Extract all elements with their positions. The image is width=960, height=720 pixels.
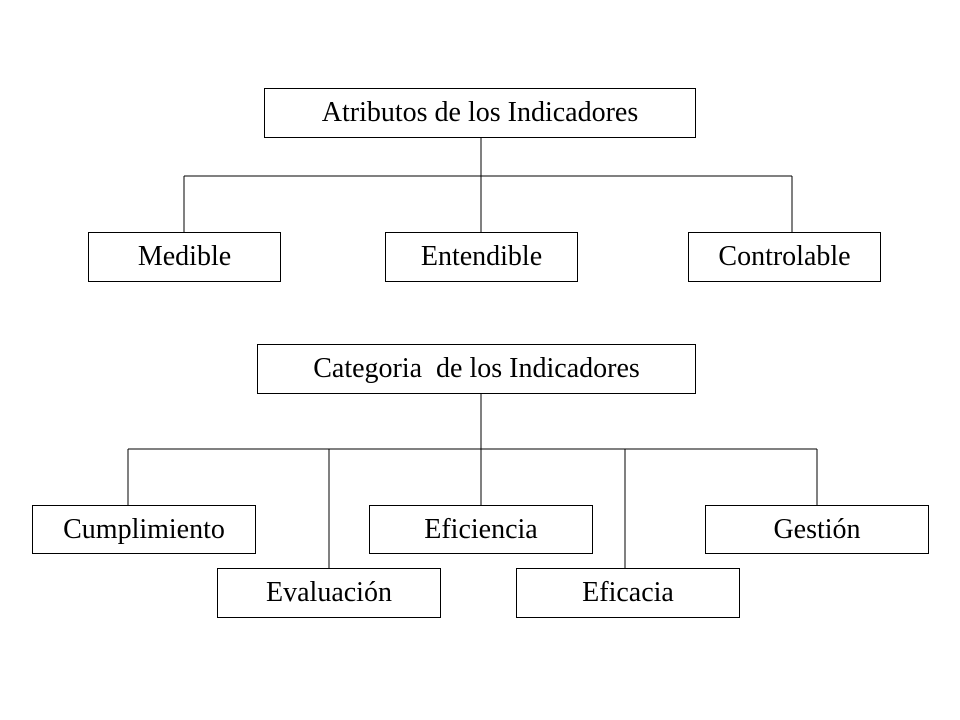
node-medible: Medible <box>88 232 281 282</box>
top-title-box: Atributos de los Indicadores <box>264 88 696 138</box>
node-entendible: Entendible <box>385 232 578 282</box>
node-cumplimiento: Cumplimiento <box>32 505 256 554</box>
node-eficiencia: Eficiencia <box>369 505 593 554</box>
node-controlable: Controlable <box>688 232 881 282</box>
bottom-title-box: Categoria de los Indicadores <box>257 344 696 394</box>
node-gestion: Gestión <box>705 505 929 554</box>
node-eficacia: Eficacia <box>516 568 740 618</box>
node-evaluacion: Evaluación <box>217 568 441 618</box>
